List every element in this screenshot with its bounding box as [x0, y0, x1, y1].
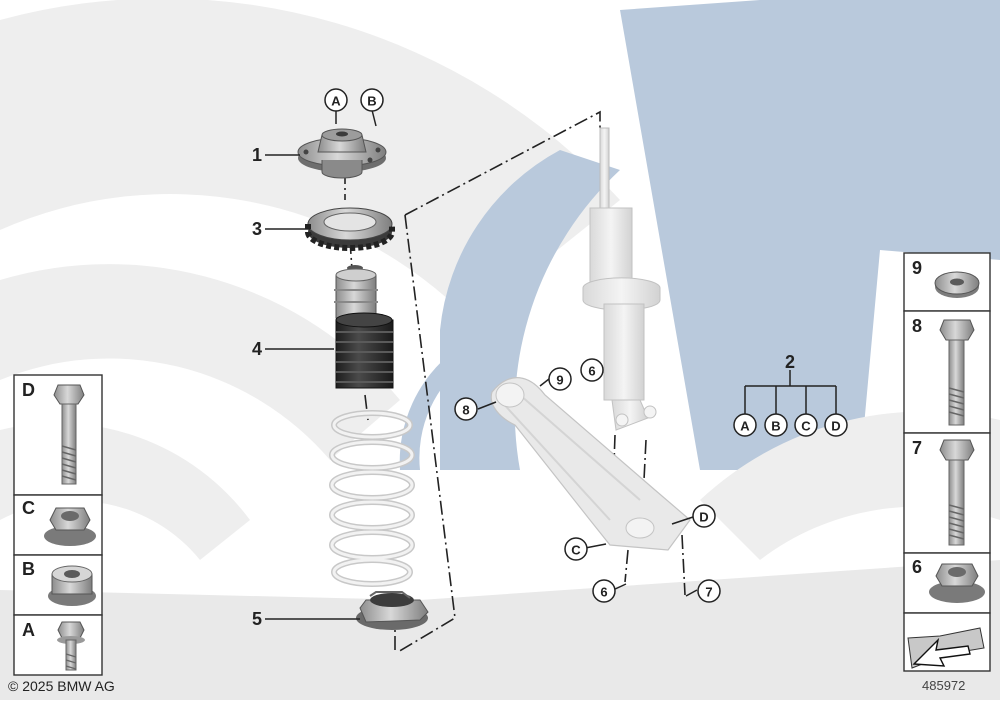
right-legend-label-7: 7 — [912, 438, 922, 458]
left-legend-label-c: C — [22, 498, 35, 518]
shock-absorber — [582, 127, 661, 431]
spring-pad-part-3[interactable] — [305, 207, 395, 251]
bolt-icon-7 — [939, 439, 975, 546]
support-bearing-part-1[interactable] — [297, 128, 387, 179]
direction-arrow-icon — [907, 627, 985, 669]
copyright-text: © 2025 BMW AG — [8, 678, 115, 694]
bolt-icon-8 — [939, 319, 975, 426]
callout-6-top: 6 — [588, 364, 595, 379]
callout-8: 8 — [462, 403, 469, 418]
left-legend-label-d: D — [22, 380, 35, 400]
spring-seat-part-5[interactable] — [356, 591, 429, 630]
callout-b-top: B — [367, 94, 376, 109]
callout-9: 9 — [556, 373, 563, 388]
nut-icon-b — [48, 565, 96, 606]
circle-callout-labels: A B 8 9 6 C D 6 7 A B C D — [331, 94, 840, 600]
right-legend-label-6: 6 — [912, 557, 922, 577]
label-part-3: 3 — [252, 219, 262, 239]
callout-d: D — [699, 510, 708, 525]
part-number-labels: 1 3 4 5 2 — [252, 145, 795, 629]
kit-child-a: A — [740, 419, 750, 434]
image-number: 485972 — [922, 678, 966, 693]
left-legend — [13, 374, 103, 676]
kit-child-c: C — [801, 419, 811, 434]
callout-a-top: A — [331, 94, 341, 109]
bump-stop-part-4[interactable] — [334, 265, 394, 389]
control-arm — [490, 377, 691, 551]
label-part-2: 2 — [785, 352, 795, 372]
label-part-5: 5 — [252, 609, 262, 629]
left-legend-label-b: B — [22, 559, 35, 579]
callout-6-bottom: 6 — [600, 585, 607, 600]
callout-7: 7 — [705, 585, 712, 600]
right-legend-label-9: 9 — [912, 258, 922, 278]
label-part-4: 4 — [252, 339, 262, 359]
right-legend-label-8: 8 — [912, 316, 922, 336]
kit-child-d: D — [831, 419, 840, 434]
label-part-1: 1 — [252, 145, 262, 165]
nut-icon-6 — [929, 563, 985, 603]
left-legend-label-a: A — [22, 620, 35, 640]
washer-icon-9 — [934, 271, 980, 298]
bolt-icon-a — [57, 621, 85, 671]
bolt-icon-d — [53, 384, 85, 485]
callout-c: C — [571, 543, 581, 558]
kit-child-b: B — [771, 419, 780, 434]
leader-lines — [265, 109, 837, 620]
right-legend — [903, 252, 991, 672]
circle-callouts — [324, 88, 848, 603]
coil-spring-highlight — [330, 411, 414, 586]
nut-icon-c — [44, 507, 96, 546]
legend-labels: D C B A 9 8 7 6 — [22, 258, 922, 640]
